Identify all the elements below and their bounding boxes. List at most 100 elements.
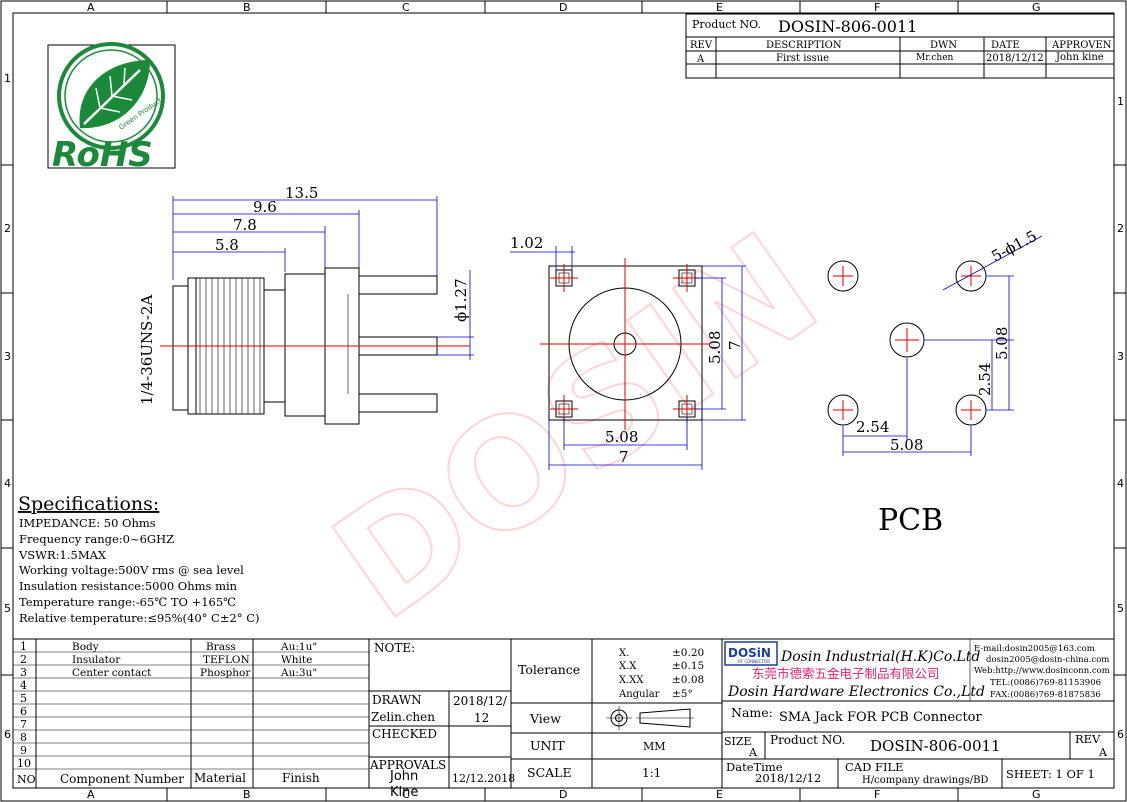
zone-col-f-bottom: F	[874, 788, 880, 801]
dim-front-h-5-08: 5.08	[605, 428, 638, 446]
bom-no: 10	[17, 757, 31, 770]
dim-front-v-5-08: 5.08	[706, 331, 724, 364]
tol-val: ±0.15	[672, 660, 704, 672]
zone-col-g: G	[1032, 1, 1041, 14]
title-block-bottom: Name: SMA Jack FOR PCB Connector SIZE A …	[721, 700, 1115, 789]
product-no-bottom: DOSIN-806-0011	[870, 737, 1001, 755]
company-name-cn: 东莞市德索五金电子制品有限公司	[752, 666, 940, 681]
svg-text:DOSIN: DOSIN	[305, 201, 848, 654]
bom-finish: Au:3u"	[280, 667, 317, 679]
front-view: 1.02 5.08 7 5.08 7	[510, 234, 746, 470]
drawn-label: DRAWN	[372, 693, 422, 707]
dwn-header: DWN	[930, 40, 957, 51]
tol-key: Angular	[618, 689, 660, 700]
bom-header-name: Component Number	[60, 772, 184, 786]
datetime-value: 2018/12/12	[755, 771, 821, 785]
cad-file-label: CAD FILE	[845, 760, 904, 774]
spec-title: Specifications:	[18, 493, 159, 515]
dim-pcb-h-5-08: 5.08	[890, 436, 923, 454]
projection-symbol-icon	[606, 706, 694, 730]
zone-col-d-bottom: D	[559, 788, 567, 801]
spec-line: Temperature range:-65℃ TO +165℃	[19, 595, 236, 609]
pcb-layout: 5-ϕ1.5 5.08 2.54 2.54 5.08 PCB	[827, 227, 1043, 538]
bom-no: 8	[20, 731, 27, 744]
dim-7-8: 7.8	[233, 216, 257, 234]
cad-file-value: H/company drawings/BD	[862, 775, 988, 786]
tolerance-label: Tolerance	[518, 662, 580, 677]
zone-col-b-bottom: B	[243, 788, 251, 801]
dim-holes: 5-ϕ1.5	[988, 227, 1039, 266]
company-email: E-mail:dosin2005@163.com	[974, 644, 1095, 654]
bom-finish: Au:1u"	[280, 641, 317, 653]
zone-row-6-right: 6	[1117, 728, 1124, 741]
spec-line: IMPEDANCE: 50 Ohms	[19, 516, 156, 530]
description-value: First issue	[776, 53, 829, 64]
zone-col-f: F	[874, 1, 880, 14]
bom-no: 2	[20, 653, 27, 666]
scale-value: 1:1	[642, 766, 661, 780]
product-no-value: DOSIN-806-0011	[778, 17, 917, 36]
dim-9-6: 9.6	[253, 198, 277, 216]
tol-val: ±5°	[672, 688, 693, 700]
zone-col-a-bottom: A	[87, 788, 95, 801]
bom-no: 4	[20, 679, 27, 692]
bom-header-material: Material	[194, 771, 246, 785]
zone-row-5: 5	[4, 602, 11, 615]
bom-no: 3	[20, 666, 27, 679]
approven-header: APPROVEN	[1051, 40, 1112, 51]
drawn-by: Zelin.chen	[371, 710, 435, 724]
rohs-text: RoHS	[52, 135, 153, 175]
revision-block: Product NO. DOSIN-806-0011 REV DESCRIPTI…	[685, 13, 1115, 79]
size-label: SIZE	[724, 735, 752, 748]
company-block: DOSiN RF CONNECTOR Dosin Industrial(H.K)…	[721, 638, 1115, 702]
dim-13-5: 13.5	[285, 184, 318, 202]
rev-value-bottom: A	[1098, 746, 1108, 759]
bom-name: Insulator	[72, 654, 121, 666]
unit-label: UNIT	[530, 738, 565, 753]
bom-no: 5	[20, 692, 27, 705]
zone-row-1: 1	[4, 72, 11, 85]
company-email2: dosin2005@dosin-china.com	[986, 655, 1109, 665]
zone-col-a: A	[87, 1, 95, 14]
zone-row-5-right: 5	[1117, 602, 1124, 615]
bom-header-finish: Finish	[282, 771, 320, 785]
date-value: 2018/12/12	[986, 53, 1044, 64]
tol-val: ±0.08	[672, 674, 704, 686]
bom-name: Center contact	[72, 667, 152, 679]
company-fax: FAX:(0086)769-81875836	[990, 689, 1101, 700]
tol-key: X.X	[619, 661, 637, 672]
approvals-name-last: Kine	[390, 785, 418, 800]
spec-line: Frequency range:0~6GHZ	[19, 532, 174, 546]
sheet-info: SHEET: 1 OF 1	[1006, 767, 1095, 781]
zone-row-3-right: 3	[1117, 350, 1124, 363]
company-web: Web:http://www.dosinconn.com	[974, 666, 1110, 676]
drawn-date-day: 12	[474, 711, 489, 725]
bom-material: TEFLON	[203, 654, 250, 666]
zone-row-6: 6	[4, 728, 11, 741]
bom-no: 6	[20, 705, 27, 718]
approven-value: John kine	[1055, 52, 1104, 63]
zone-col-d: D	[559, 1, 567, 14]
bom-material: Phosphor	[200, 667, 251, 679]
zone-labels: A B C D E F G A B C D E F G 1 2 3 4 5 6 …	[4, 1, 1124, 801]
notes-block: NOTE: DRAWN Zelin.chen 2018/12/ 12 CHECK…	[368, 638, 515, 800]
drawn-date: 2018/12/	[453, 694, 508, 708]
approvals-date: 12/12.2018	[452, 772, 515, 785]
tolerance-block: Tolerance X. ±0.20 X.X ±0.15 X.XX ±0.08 …	[510, 638, 723, 789]
thread-spec: 1/4-36UNS-2A	[138, 295, 156, 405]
badge-text: DOSiN	[728, 646, 771, 660]
tol-val: ±0.20	[672, 647, 704, 659]
bom-no: 9	[20, 744, 27, 757]
dim-pcb-v-2-54: 2.54	[976, 363, 994, 396]
bom-no: 1	[20, 640, 27, 653]
zone-row-1-right: 1	[1117, 95, 1124, 108]
dim-pcb-v-5-08: 5.08	[993, 327, 1011, 360]
checked-label: CHECKED	[372, 727, 437, 741]
name-value: SMA Jack FOR PCB Connector	[779, 710, 983, 725]
bom-name: Body	[72, 641, 99, 653]
dim-front-v-7: 7	[726, 340, 744, 350]
rev-label-bottom: REV	[1075, 732, 1101, 746]
rev-value: A	[696, 54, 705, 65]
rohs-logo: Green Product RoHS	[47, 42, 176, 175]
scale-label: SCALE	[527, 765, 572, 780]
